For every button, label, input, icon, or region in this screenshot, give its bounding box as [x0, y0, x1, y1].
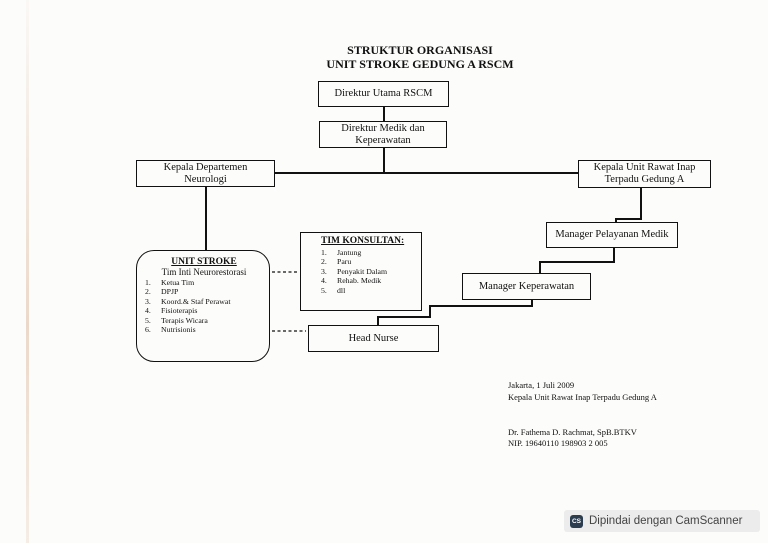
node-kepala-unit-line-1: Kepala Unit Rawat Inap — [593, 162, 696, 173]
camscanner-watermark-text: Dipindai dengan CamScanner — [589, 515, 743, 527]
chart-title-line-2: UNIT STROKE GEDUNG A RSCM — [326, 57, 514, 71]
unit-stroke-list: 1. Ketua Tim 2. DPJP 3. Koord.& Staf Perawa… — [145, 278, 263, 334]
unit-stroke-item: 1. Ketua Tim — [145, 278, 263, 287]
node-direktur-medik-line-2: Keperawatan — [355, 134, 411, 146]
tim-konsultan-panel: TIM KONSULTAN: 1. Jantung 2. Paru 3. Penyak… — [300, 232, 422, 311]
unit-stroke-title: UNIT STROKE — [171, 257, 237, 267]
tim-konsultan-item: 3. Penyakit Dalam — [321, 267, 417, 276]
item-number: 1. — [145, 278, 151, 287]
node-direktur-medik-line-1: Direktur Medik dan — [341, 122, 425, 134]
item-label: Ketua Tim — [161, 278, 195, 287]
node-direktur-medik: Direktur Medik dan Keperawatan — [319, 121, 447, 148]
unit-stroke-item: 2. DPJP — [145, 287, 263, 296]
signature-name: Dr. Fathema D. Rachmat, SpB.BTKV — [508, 427, 637, 437]
item-label: Penyakit Dalam — [337, 266, 388, 276]
node-kepala-departemen-line-1: Kepala Departemen — [163, 161, 248, 173]
item-number: 3. — [145, 296, 151, 306]
item-number: 4. — [145, 306, 151, 316]
node-head-nurse-label: Head Nurse — [348, 332, 399, 344]
node-manager-keperawatan-label: Manager Keperawatan — [478, 280, 575, 292]
item-number: 2. — [321, 257, 327, 267]
tim-konsultan-item: 5. dll — [321, 286, 417, 295]
item-label: Nutrisionis — [161, 325, 196, 335]
item-number: 1. — [321, 248, 327, 257]
item-label: DPJP — [161, 287, 179, 297]
item-number: 6. — [145, 325, 151, 335]
item-label: Koord.& Staf Perawat — [161, 296, 231, 306]
node-kepala-departemen: Kepala Departemen Neurologi — [136, 160, 275, 187]
node-direktur-utama: Direktur Utama RSCM — [318, 81, 449, 107]
node-head-nurse: Head Nurse — [308, 325, 439, 352]
node-manager-pelayanan-label: Manager Pelayanan Medik — [555, 229, 669, 240]
item-number: 5. — [145, 315, 151, 325]
tim-konsultan-list: 1. Jantung 2. Paru 3. Penyakit Dalam 4. Reha… — [321, 248, 417, 295]
unit-stroke-item: 4. Fisioterapis — [145, 306, 263, 315]
signature-nip: NIP. 19640110 198903 2 005 — [508, 438, 608, 448]
item-number: 4. — [321, 276, 327, 286]
item-label: dll — [337, 285, 346, 295]
connector-kepala-unit-to-pelayanan — [615, 188, 642, 222]
unit-stroke-panel: UNIT STROKE Tim Inti Neurorestorasi 1. Ke… — [136, 250, 270, 362]
item-number: 3. — [321, 266, 327, 276]
tim-konsultan-item: 2. Paru — [321, 257, 417, 266]
signature-position: Kepala Unit Rawat Inap Terpadu Gedung A — [508, 392, 657, 402]
unit-stroke-item: 3. Koord.& Staf Perawat — [145, 297, 263, 306]
chart-title-line-1: STRUKTUR ORGANISASI — [347, 43, 493, 57]
connector-keperawatan-to-head-nurse — [377, 300, 533, 325]
tim-konsultan-title: TIM KONSULTAN: — [321, 236, 405, 246]
node-manager-pelayanan: Manager Pelayanan Medik — [546, 222, 678, 248]
node-direktur-utama-label: Direktur Utama RSCM — [334, 88, 433, 99]
tim-konsultan-item: 1. Jantung — [321, 248, 417, 257]
node-manager-keperawatan: Manager Keperawatan — [462, 273, 591, 300]
unit-stroke-subtitle: Tim Inti Neurorestorasi — [161, 267, 247, 277]
item-label: Paru — [337, 257, 352, 267]
node-kepala-departemen-line-2: Neurologi — [184, 173, 227, 185]
item-label: Jantung — [337, 248, 362, 257]
unit-stroke-item: 6. Nutrisionis — [145, 325, 263, 334]
item-label: Terapis Wicara — [161, 315, 208, 325]
item-number: 2. — [145, 287, 151, 297]
item-label: Rehab. Medik — [337, 276, 382, 286]
item-number: 5. — [321, 285, 327, 295]
item-label: Fisioterapis — [161, 306, 198, 316]
connector-pelayanan-to-keperawatan — [539, 248, 615, 273]
camscanner-watermark: CS Dipindai dengan CamScanner — [564, 510, 760, 532]
signature-place-date: Jakarta, 1 Juli 2009 — [508, 380, 575, 390]
unit-stroke-item: 5. Terapis Wicara — [145, 316, 263, 325]
node-kepala-unit: Kepala Unit Rawat Inap Terpadu Gedung A — [578, 160, 711, 188]
node-kepala-unit-line-2: Terpadu Gedung A — [604, 174, 685, 185]
scan-edge-shadow — [26, 0, 29, 543]
tim-konsultan-item: 4. Rehab. Medik — [321, 276, 417, 285]
camscanner-logo-icon: CS — [570, 514, 583, 528]
